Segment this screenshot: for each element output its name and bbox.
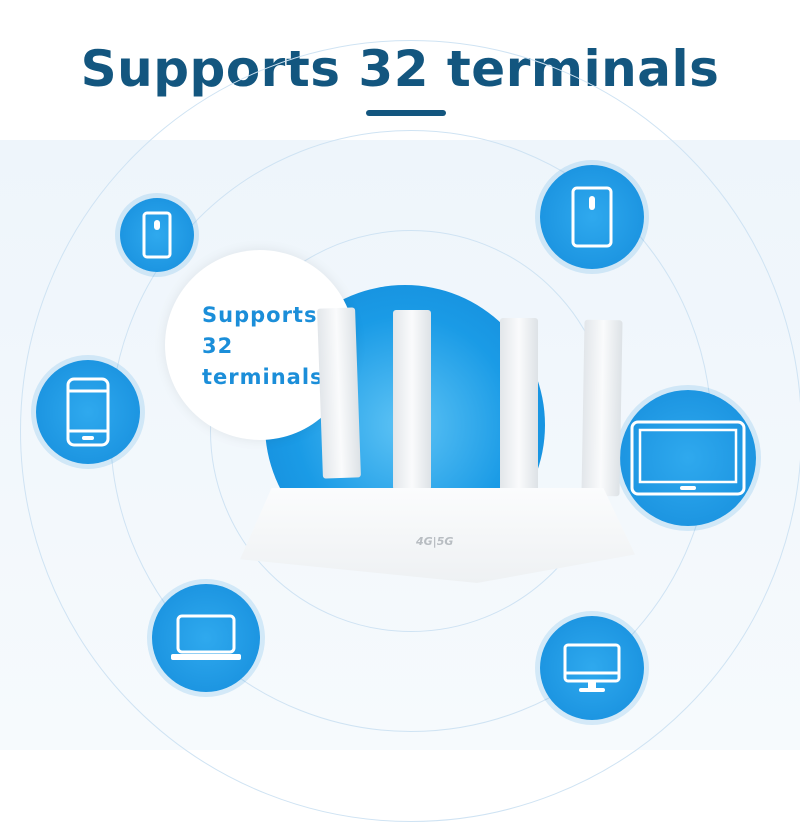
smartphone-icon <box>66 377 110 447</box>
device-tablet <box>540 165 644 269</box>
router-antenna <box>393 310 431 490</box>
device-laptop <box>152 584 260 692</box>
router-logo: 4G|5G <box>416 535 454 548</box>
callout-line: 32 <box>202 334 234 358</box>
laptop-icon <box>171 614 241 660</box>
device-monitor <box>620 390 756 526</box>
callout-line: Supports <box>202 303 318 327</box>
device-desktop <box>540 616 644 720</box>
callout-text: Supports 32 terminals <box>202 300 332 393</box>
device-smartphone <box>36 360 140 464</box>
smartphone-small-icon <box>142 211 172 259</box>
tablet-icon <box>571 186 613 248</box>
router-antenna <box>581 319 623 497</box>
monitor-tv-icon <box>630 420 746 496</box>
router-antenna <box>317 307 361 479</box>
device-smartphone-small <box>120 198 194 272</box>
callout-line: terminals <box>202 365 324 389</box>
desktop-monitor-icon <box>563 643 621 692</box>
router-antenna <box>500 318 538 494</box>
